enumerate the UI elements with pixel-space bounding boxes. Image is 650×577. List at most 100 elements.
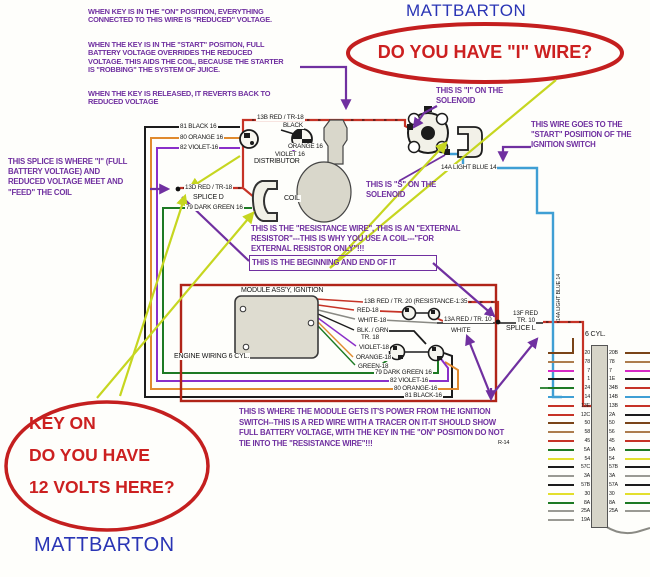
callout-ellipse-i-wire [346,22,624,84]
small-connectors [388,305,445,362]
starter-solenoid [407,106,483,158]
connector-pin-row: 54 54 [548,456,650,462]
pin-label-right: 30 [609,490,615,497]
component-label-coil: COIL [283,195,301,202]
note-i-on-solenoid: THIS IS "I" ON THE SOLENOID [436,86,506,106]
pin-label-left: 30 [584,490,591,497]
wire-label-14a-blue: 14A LIGHT BLUE 14 [440,164,498,171]
wire-label-red18: RED-18 [356,307,380,314]
wire-label-79-green-bot: 79 DARK GREEN 16 [374,369,433,376]
pin-label-right: 5A [609,446,616,453]
note-key-start: WHEN THE KEY IS IN THE "START" POSITION,… [88,40,286,75]
callout-i-wire-text: DO YOU HAVE "I" WIRE? [377,42,593,62]
component-label-module: MODULE ASS'Y, IGNITION [240,287,325,294]
wire-label-82-violet-bot: 82 VIOLET-16 [389,377,430,384]
pin-label-right: 1E [609,376,616,383]
watermark-top: MATTBARTON [406,1,527,20]
bulkhead-connector-block [591,345,608,528]
wire-label-13b-red: 13B RED / TR-18 [256,114,305,121]
wire-label-r14: R-14 [497,440,511,447]
callout-ellipse-key-on [4,400,210,532]
pin-label-left: 19A [581,517,590,524]
component-label-distributor: DISTRIBUTOR [253,158,301,165]
pin-label-right: 8A [609,499,616,506]
callout-key-on-line2: DO YOU HAVE [29,445,150,465]
wire-label-13a-red: 13A RED / TR. 10 [443,316,493,323]
watermark-bottom: MATTBARTON [34,534,175,556]
chartreuse-annotation-lines [96,79,557,399]
wire-label-81-black-bot: 81 BLACK-16 [404,392,443,399]
label-six-cyl: 6 CYL. [585,331,606,338]
wire-label-80-orange-top: 80 ORANGE 16 [179,134,224,141]
wire-label-orange16: ORANGE 16 [287,143,324,150]
note-module-power: THIS IS WHERE THE MODULE GETS IT'S POWER… [239,407,506,448]
wire-label-violet18: VIOLET-18 [358,344,390,351]
pin-label-right: 2A [609,411,616,418]
module-area-box [179,283,498,403]
pin-label-left: 20 [584,350,591,356]
pin-label-right: 3A [609,473,616,480]
bulkhead-connector-a [239,129,259,149]
connector-pin-row: 5A 5A [548,447,650,453]
wire-label-13b-resistance: 13B RED / TR. 20 (RESISTANCE-1:35 [363,298,469,305]
ignition-module [234,295,319,359]
pin-label-right: 7 [609,367,612,374]
white-gray-wires [317,309,650,535]
pin-label-left: 5A [583,446,590,453]
label-splice-l: SPLICE L [505,325,537,332]
pin-label-right: 50 [609,420,615,427]
pin-label-right: 54 [609,455,615,462]
pin-label-left: 54 [584,455,591,462]
pin-label-right: 57A [609,482,618,488]
connector-pin-row: 30 30 [548,491,650,497]
wire-label-13d-red: 13D RED / TR-18 [184,184,233,191]
red-tracer-dashes [183,119,581,323]
callout-key-on-line3: 12 VOLTS HERE? [29,477,175,497]
pin-label-right: 20B [609,350,618,356]
wire-label-82-violet-top: 82 VIOLET-16 [179,144,220,151]
note-beginning-end-box [249,255,437,271]
wire-label-white: WHITE [450,327,472,334]
coil-symbol [251,180,278,222]
wire-label-81-black-top: 81 BLACK 16 [179,123,218,130]
wire-label-14a-blue-vertical: 14A LIGHT BLUE 14 [556,273,562,321]
connector-pin-row: 3A 3A [548,473,650,479]
connector-pin-row: 12C 2A [548,412,650,418]
light-blue-wire [450,152,562,399]
pin-label-left: 58 [584,429,591,436]
note-resistance: THIS IS THE "RESISTANCE WIRE", THIS IS A… [251,224,463,254]
pin-label-left: 13E [581,402,590,409]
pin-label-left: 3A [583,473,590,480]
pin-label-right: 25A [609,508,618,515]
pin-label-left: 57B [581,482,590,488]
note-splice: THIS SPLICE IS WHERE "I" (FULL BATTERY V… [8,157,130,197]
pin-label-left: 8A [583,499,590,506]
note-start-wire: THIS WIRE GOES TO THE "START" POSIITION … [531,120,634,150]
pin-label-left: 1 [587,376,590,383]
callout-key-on-line1: KEY ON [29,413,96,433]
wire-label-green18: GREEN-18 [357,363,390,370]
note-key-released: WHEN THE KEY IS RELEASED, IT REVERTS BAC… [88,89,273,107]
pin-label-right: 14B [609,394,618,400]
note-s-on-solenoid: THIS IS "S" ON THE SOLENOID [366,180,439,200]
wire-label-orange18: ORANGE-18 [355,354,393,361]
wire-label-white18: WHITE-18 [357,317,388,324]
pin-label-left: 25A [581,508,590,515]
wire-label-violet16: VIOLET 16 [274,151,306,158]
black-wires [144,126,543,398]
connector-pin-row: 25A 25A [548,508,650,514]
label-engine-wiring: ENGINE WIRING 6 CYL. [173,353,251,360]
connector-pin-row: 20 20B [548,350,650,356]
wire-label-blkgrn-1: BLK. / GRN [356,327,390,334]
connector-pin-row: 1 1E [548,376,650,382]
pin-label-left: 57C [580,464,590,471]
pin-label-left: 12C [580,411,590,418]
note-beginning-end: THIS IS THE BEGINNING AND END OF IT [252,258,396,267]
